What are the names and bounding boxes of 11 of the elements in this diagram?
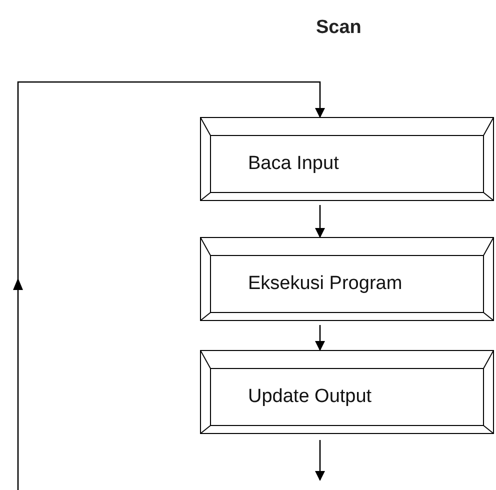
- process-box: [200, 350, 494, 434]
- arrow: [13, 81, 325, 490]
- arrow: [315, 205, 325, 238]
- arrow: [315, 325, 325, 351]
- box-label: Eksekusi Program: [247, 272, 402, 296]
- arrow: [315, 440, 325, 481]
- title: Scan: [316, 16, 362, 40]
- process-box: [200, 237, 494, 321]
- box-label: Update Output: [247, 384, 372, 409]
- box-label: Baca Input: [247, 152, 339, 176]
- process-box: [200, 117, 494, 201]
